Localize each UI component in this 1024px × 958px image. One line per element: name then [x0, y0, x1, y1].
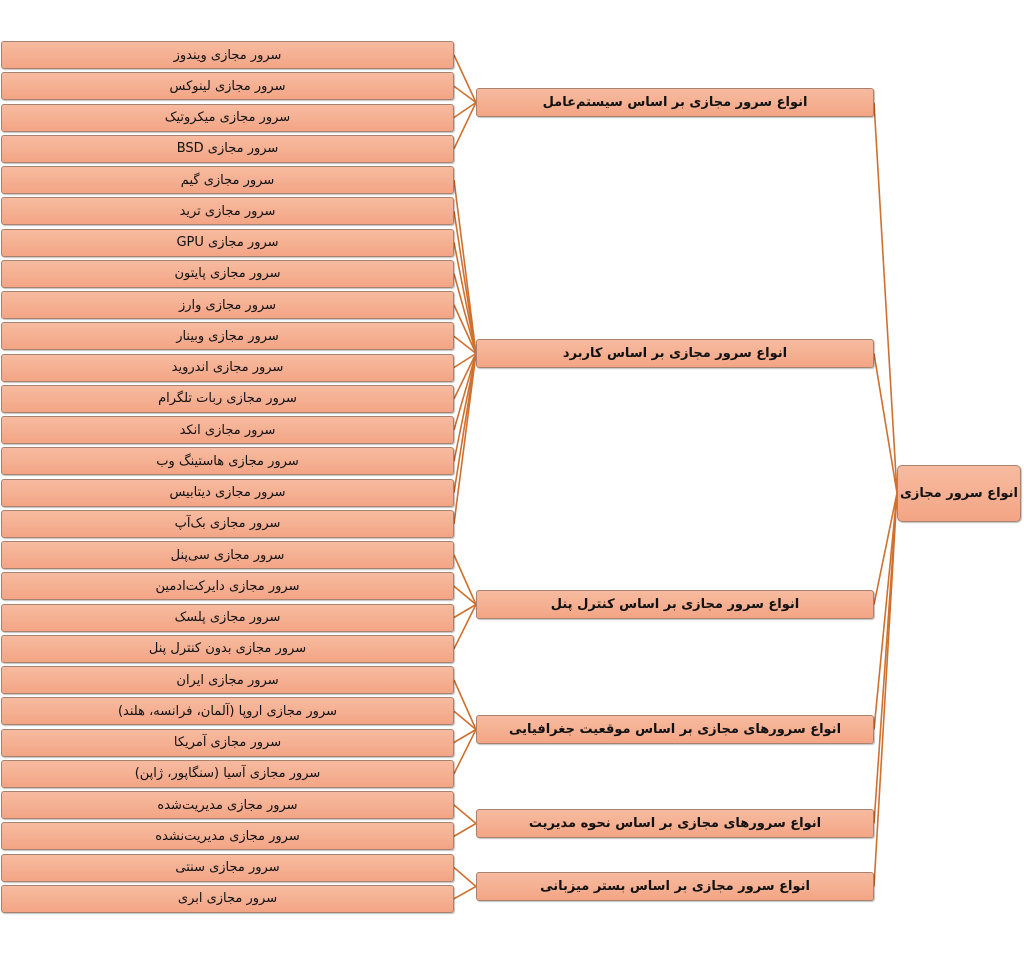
leaf-connector	[453, 85, 477, 104]
leaf-connector	[453, 604, 477, 650]
leaf-connector	[453, 804, 477, 825]
category-node[interactable]: انواع سرور مجازی بر اساس کاربرد	[476, 339, 874, 368]
category-node[interactable]: انواع سرورهای مجازی بر اساس موقعیت جغراف…	[476, 715, 874, 744]
leaf-connector	[453, 353, 477, 524]
leaf-node[interactable]: سرور مجازی بدون کنترل پنل	[1, 634, 454, 663]
leaf-node[interactable]: سرور مجازی دایرکت‌ادمین	[1, 572, 454, 601]
root-connector	[873, 492, 898, 730]
leaf-node[interactable]: سرور مجازی سنتی	[1, 853, 454, 882]
leaf-connector	[453, 710, 477, 731]
leaf-node[interactable]: سرور مجازی وبینار	[1, 322, 454, 351]
leaf-node[interactable]: سرور مجازی وارز	[1, 291, 454, 319]
leaf-node[interactable]: سرور مجازی انکد	[1, 416, 454, 444]
leaf-connector	[453, 242, 477, 354]
leaf-connector	[453, 54, 477, 103]
root-node[interactable]: انواع سرور مجازی	[897, 465, 1021, 522]
leaf-connector	[453, 211, 477, 354]
root-connector	[873, 353, 898, 494]
leaf-connector	[453, 885, 477, 900]
leaf-connector	[453, 101, 477, 119]
leaf-connector	[453, 273, 477, 354]
leaf-node[interactable]: سرور مجازی گیم	[1, 166, 454, 194]
leaf-node[interactable]: سرور مجازی آسیا (سنگاپور، ژاپن)	[1, 759, 454, 788]
leaf-node[interactable]: سرور مجازی بک‌آپ	[1, 509, 454, 538]
leaf-node[interactable]: سرور مجازی لینوکس	[1, 72, 454, 101]
leaf-node[interactable]: سرور مجازی اروپا (آلمان، فرانسه، هلند)	[1, 697, 454, 726]
leaf-connector	[453, 729, 477, 775]
category-node[interactable]: انواع سرور مجازی بر اساس بستر میزبانی	[476, 872, 874, 901]
leaf-node[interactable]: سرور مجازی میکروتیک	[1, 103, 454, 132]
leaf-connector	[453, 335, 477, 355]
leaf-node[interactable]: سرور مجازی ویندوز	[1, 41, 454, 69]
leaf-connector	[453, 554, 477, 605]
leaf-connector	[453, 822, 477, 837]
leaf-connector	[453, 585, 477, 606]
leaf-node[interactable]: سرور مجازی ابری	[1, 884, 454, 913]
root-connector	[873, 102, 898, 494]
leaf-connector	[453, 353, 477, 462]
leaf-node[interactable]: سرور مجازی دیتابیس	[1, 478, 454, 507]
leaf-node[interactable]: سرور مجازی پایتون	[1, 259, 454, 288]
leaf-connector	[453, 728, 477, 744]
leaf-node[interactable]: سرور مجازی ربات تلگرام	[1, 384, 454, 413]
leaf-node[interactable]: سرور مجازی پلسک	[1, 603, 454, 632]
leaf-connector	[453, 353, 477, 400]
leaf-node[interactable]: سرور مجازی مدیریت‌نشده	[1, 822, 454, 851]
leaf-node[interactable]: سرور مجازی ترید	[1, 197, 454, 226]
category-node[interactable]: انواع سرورهای مجازی بر اساس نحوه مدیریت	[476, 809, 874, 838]
category-node[interactable]: انواع سرور مجازی بر اساس کنترل پنل	[476, 590, 874, 619]
leaf-connector	[453, 679, 477, 730]
leaf-node[interactable]: سرور مجازی اندروید	[1, 353, 454, 382]
leaf-connector	[453, 603, 477, 619]
leaf-node[interactable]: سرور مجازی مدیریت‌شده	[1, 791, 454, 819]
leaf-node[interactable]: سرور مجازی BSD	[1, 134, 454, 163]
root-connector	[873, 492, 898, 887]
category-node[interactable]: انواع سرور مجازی بر اساس سیستم‌عامل	[476, 88, 874, 117]
leaf-node[interactable]: سرور مجازی آمریکا	[1, 728, 454, 757]
leaf-node[interactable]: سرور مجازی هاستینگ وب	[1, 447, 454, 476]
leaf-connector	[453, 304, 477, 354]
leaf-connector	[453, 353, 477, 431]
leaf-connector	[453, 102, 477, 150]
leaf-connector	[453, 866, 477, 888]
leaf-node[interactable]: سرور مجازی سی‌پنل	[1, 541, 454, 569]
leaf-node[interactable]: سرور مجازی ایران	[1, 666, 454, 694]
root-connector	[873, 492, 898, 605]
leaf-connector	[453, 352, 477, 369]
leaf-node[interactable]: سرور مجازی GPU	[1, 228, 454, 257]
